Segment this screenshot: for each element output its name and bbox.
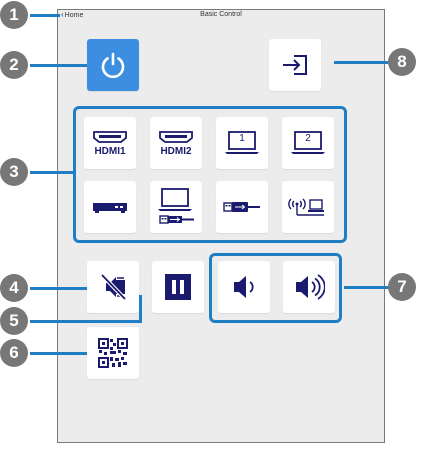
freeze-button[interactable] xyxy=(152,261,204,313)
callout-3: 3 xyxy=(0,158,28,186)
qr-code-icon xyxy=(98,338,128,368)
volume-up-button[interactable] xyxy=(283,261,335,313)
source-search-icon xyxy=(283,55,307,75)
callout-2: 2 xyxy=(0,51,28,79)
pause-icon xyxy=(165,274,191,300)
hdmi-icon xyxy=(159,130,193,143)
volume-down-button[interactable] xyxy=(218,261,270,313)
video-device-icon xyxy=(93,203,127,213)
volume-group xyxy=(209,253,342,323)
usb-icon xyxy=(223,202,260,212)
callout-1: 1 xyxy=(0,1,28,29)
power-icon xyxy=(101,52,125,79)
power-button[interactable] xyxy=(87,39,139,91)
callout-5: 5 xyxy=(0,307,28,335)
usb-display-button[interactable] xyxy=(150,181,202,233)
header-bar: ‹ Home Basic Control xyxy=(58,10,384,23)
callout-line-5 xyxy=(30,320,140,323)
video-device-button[interactable] xyxy=(84,181,136,233)
input-source-group xyxy=(73,106,347,243)
callout-line-4 xyxy=(30,287,87,290)
qr-code-button[interactable] xyxy=(87,327,139,379)
volume-down-icon xyxy=(234,276,254,298)
hdmi1-label: HDMI1 xyxy=(94,145,126,157)
usb-button[interactable] xyxy=(216,181,268,233)
computer-icon: 2 xyxy=(290,130,326,156)
callout-line-6 xyxy=(30,352,87,355)
computer2-number: 2 xyxy=(305,133,311,144)
callout-7: 7 xyxy=(388,273,416,301)
hdmi2-label: HDMI2 xyxy=(160,145,192,157)
callout-line-8 xyxy=(334,61,390,64)
hdmi2-button[interactable]: HDMI2 xyxy=(150,117,202,169)
computer-icon: 1 xyxy=(224,130,260,156)
basic-control-screen: ‹ Home Basic Control HDMI1 HDMI2 xyxy=(57,9,385,443)
home-label: Home xyxy=(64,11,84,19)
computer2-button[interactable]: 2 xyxy=(282,117,334,169)
hdmi1-button[interactable]: HDMI1 xyxy=(84,117,136,169)
network-button[interactable] xyxy=(282,181,334,233)
hdmi-icon xyxy=(93,130,127,143)
callout-6: 6 xyxy=(0,339,28,367)
usb-display-icon xyxy=(158,188,194,224)
chevron-left-icon: ‹ xyxy=(61,10,64,19)
av-mute-button[interactable] xyxy=(87,261,139,313)
callout-4: 4 xyxy=(0,274,28,302)
callout-line-2 xyxy=(30,64,87,67)
callout-line-3 xyxy=(30,171,73,174)
callout-line-5-vertical xyxy=(139,295,142,323)
mute-icon xyxy=(100,273,127,301)
network-icon xyxy=(288,198,324,216)
home-back-link[interactable]: ‹ Home xyxy=(61,11,83,19)
source-search-button[interactable] xyxy=(269,39,321,91)
volume-up-icon xyxy=(296,274,325,300)
page-title: Basic Control xyxy=(200,11,242,18)
callout-line-7 xyxy=(344,286,390,289)
callout-8: 8 xyxy=(388,48,416,76)
callout-line-1 xyxy=(30,14,60,17)
computer1-button[interactable]: 1 xyxy=(216,117,268,169)
computer1-number: 1 xyxy=(239,133,245,144)
